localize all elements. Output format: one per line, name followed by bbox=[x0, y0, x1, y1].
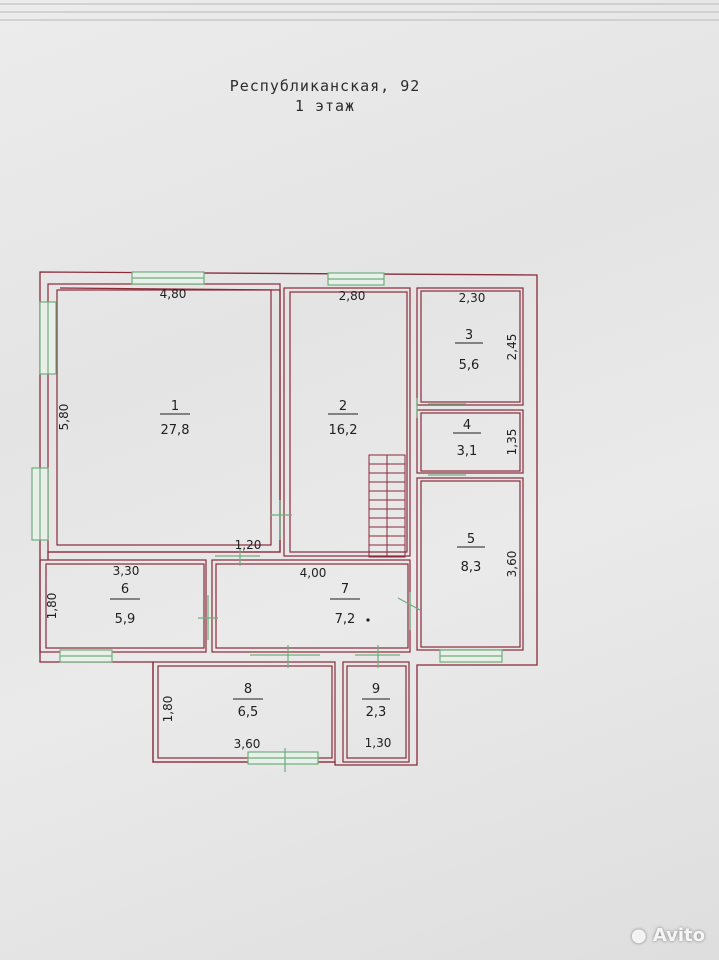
room-3-number: 3 bbox=[465, 328, 473, 343]
dim-room2-width: 2,80 bbox=[339, 289, 366, 303]
dim-room5-height: 3,60 bbox=[505, 551, 519, 578]
plan-floor-label: 1 этаж bbox=[294, 97, 356, 115]
room-3-area: 5,6 bbox=[459, 358, 480, 373]
dimension-labels: 4,80 5,80 2,80 2,30 2,45 1,35 3,60 3,30 … bbox=[45, 287, 519, 751]
exterior-walls bbox=[39, 271, 538, 766]
avito-logo-icon: ● bbox=[630, 925, 647, 946]
room-8-area: 6,5 bbox=[238, 705, 259, 720]
room-4-number: 4 bbox=[463, 418, 471, 433]
door-room7-right bbox=[397, 597, 421, 611]
page-border bbox=[0, 3, 719, 21]
avito-watermark: ● Avito bbox=[631, 925, 705, 946]
dim-room3-height: 2,45 bbox=[505, 334, 519, 361]
plan-title: Республиканская, 92 bbox=[229, 77, 421, 95]
dim-room8-height: 1,80 bbox=[161, 696, 175, 723]
room-5-number: 5 bbox=[467, 532, 475, 547]
room-8-number: 8 bbox=[244, 682, 252, 697]
room-4-area: 3,1 bbox=[457, 444, 478, 459]
dim-room6-width: 3,30 bbox=[113, 564, 140, 578]
room-7-number: 7 bbox=[341, 582, 349, 597]
dim-room6-height: 1,80 bbox=[45, 593, 59, 620]
dim-room3-width: 2,30 bbox=[459, 291, 486, 305]
dim-room9-width: 1,30 bbox=[365, 736, 392, 750]
room-1-number: 1 bbox=[171, 399, 179, 414]
room-6-number: 6 bbox=[121, 582, 129, 597]
avito-watermark-text: Avito bbox=[652, 925, 705, 946]
dim-room1-height: 5,80 bbox=[57, 404, 71, 431]
room-7-area: 7,2 bbox=[335, 612, 356, 627]
room-9-area: 2,3 bbox=[366, 705, 387, 720]
staircase bbox=[368, 454, 406, 558]
room-2-number: 2 bbox=[339, 399, 347, 414]
room-labels: 1 27,8 2 16,2 3 5,6 4 3,1 5 8,3 6 5,9 7 … bbox=[110, 328, 485, 720]
room-2-area: 16,2 bbox=[329, 423, 358, 438]
dim-room4-height: 1,35 bbox=[505, 429, 519, 456]
room-9-number: 9 bbox=[372, 682, 380, 697]
room-5-area: 8,3 bbox=[461, 560, 482, 575]
doors bbox=[198, 398, 466, 772]
dim-room8-width: 3,60 bbox=[234, 737, 261, 751]
interior-walls bbox=[39, 283, 524, 763]
dim-room7-width: 4,00 bbox=[300, 566, 327, 580]
dim-room1-width: 4,80 bbox=[160, 287, 187, 301]
dim-corridor-opening: 1,20 bbox=[235, 538, 262, 552]
windows bbox=[31, 271, 503, 765]
room-1-area: 27,8 bbox=[161, 423, 190, 438]
room-6-area: 5,9 bbox=[115, 612, 136, 627]
